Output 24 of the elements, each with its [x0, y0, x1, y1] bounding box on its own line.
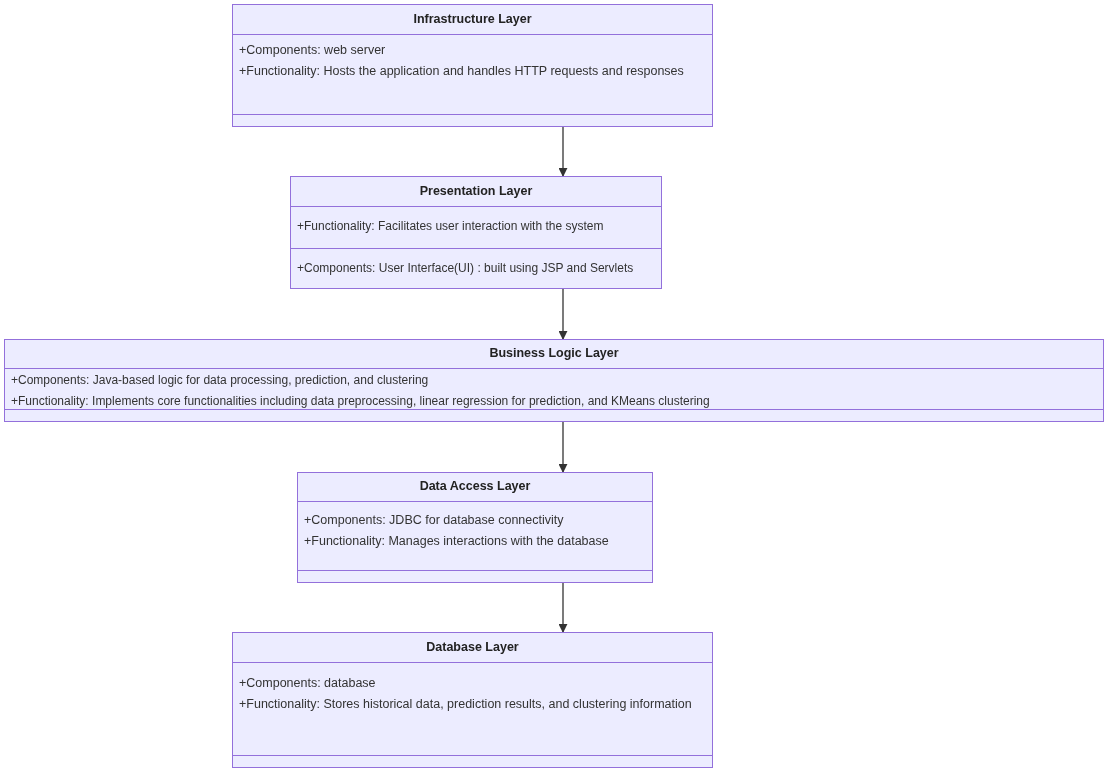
attribute-text: +Functionality: Manages interactions with the database: [304, 534, 609, 548]
attribute-text: +Functionality: Facilitates user interaction with the system: [297, 219, 604, 233]
attribute-text: +Functionality: Stores historical data, prediction results, and clustering information: [239, 697, 692, 711]
class-box: [4, 339, 1104, 422]
attribute-text: +Components: web server: [239, 43, 386, 57]
layer-title: Data Access Layer: [418, 479, 532, 493]
class-box: [232, 632, 713, 768]
layer-title: Business Logic Layer: [488, 346, 620, 360]
attribute-text: +Functionality: Hosts the application and handles HTTP requests and responses: [239, 64, 684, 78]
layer-title: Infrastructure Layer: [412, 11, 533, 26]
class-box: [290, 176, 662, 289]
attribute-text: +Components: User Interface(UI) : built using JSP and Servlets: [297, 261, 634, 275]
class-box: [297, 472, 653, 583]
arrow: [558, 288, 568, 340]
arrow: [558, 582, 568, 633]
layer-title: Database Layer: [425, 639, 520, 654]
attribute-text: +Components: Java-based logic for data processing, prediction, and clustering: [11, 373, 429, 387]
layer-title: Presentation Layer: [418, 183, 534, 198]
arrow: [558, 126, 568, 177]
attribute-text: +Components: JDBC for database connectivity: [304, 513, 564, 527]
attribute-text: +Functionality: Implements core functionalities including data preprocessing, linear regression for prediction, and KMeans clustering: [11, 394, 710, 408]
attribute-text: +Components: database: [239, 676, 376, 690]
class-box: [232, 4, 713, 127]
arrow: [558, 421, 568, 473]
